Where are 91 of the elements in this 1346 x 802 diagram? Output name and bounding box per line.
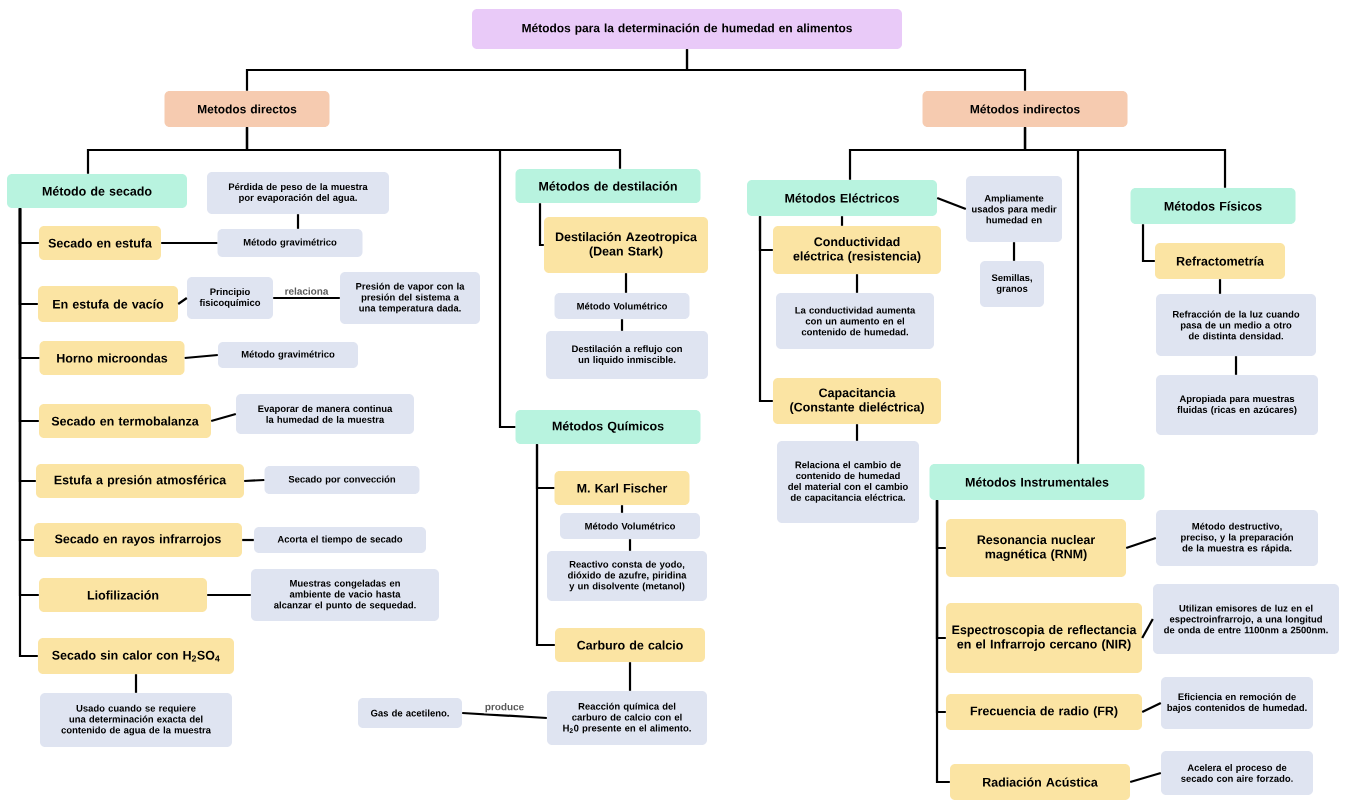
connector-line (620, 505, 624, 513)
group-box: Método de secado (7, 174, 187, 208)
method-box: Secado en estufa (39, 226, 161, 260)
method-box: Refractometría (1155, 243, 1285, 279)
description-box: Utilizan emisores de luz en el espectroinfrarrojo, a una longitud de onda de entre 1100nm a 2500nm. (1153, 584, 1339, 654)
description-box: Método gravimétrico (217, 229, 363, 257)
group-box: Métodos Químicos (515, 410, 701, 444)
method-box: Secado en termobalanza (39, 404, 211, 438)
connector-line (535, 444, 555, 647)
method-box: Capacitancia (Constante dieléctrica) (773, 378, 941, 424)
connector-line (177, 297, 188, 305)
connector-line (244, 478, 265, 483)
method-box: M. Karl Fischer (554, 471, 690, 505)
method-box: Conductividad eléctrica (resistencia) (773, 226, 941, 274)
description-box: Refracción de la luz cuando pasa de un medio a otro de distinta densidad. (1156, 294, 1316, 356)
description-box: Muestras congeladas en ambiente de vacio hasta alcanzar el punto de sequedad. (251, 569, 439, 621)
description-box: Eficiencia en remoción de bajos contenidos de humedad. (1161, 677, 1313, 729)
connector-line (628, 539, 632, 551)
connector-line (1141, 618, 1154, 639)
connector-line (184, 353, 218, 360)
connector-line (855, 274, 859, 293)
connector-line (1129, 771, 1162, 784)
connector-line (538, 203, 544, 247)
description-box: La conductividad aumenta con un aumento en el contenido de humedad. (776, 293, 934, 349)
connector-line (273, 296, 340, 300)
edge-label: produce (483, 702, 526, 714)
description-box: Semillas, granos (980, 261, 1044, 307)
description-box: Apropiada para muestras fluidas (ricas en azúcares) (1156, 375, 1318, 435)
connector-line (1125, 536, 1157, 550)
method-box: Frecuencia de radio (FR) (946, 694, 1142, 730)
topic-box: Métodos para la determinación de humedad en alimentos (472, 9, 902, 49)
edge-label: relaciona (283, 286, 330, 296)
connector-line (935, 500, 950, 784)
connector-line (685, 49, 1027, 91)
connector-line (855, 424, 859, 441)
method-box: En estufa de vacío (38, 286, 178, 322)
description-box: Usado cuando se requiere una determinación exacta del contenido de agua de la muestra (40, 693, 232, 747)
connector-line (1234, 356, 1238, 375)
method-box: Resonancia nuclear magnética (RNM) (946, 519, 1126, 577)
connector-line (296, 214, 300, 229)
description-box: Relaciona el cambio de contenido de humedad del material con el cambio de capacitancia eléctrica. (777, 441, 919, 523)
method-box: Liofilización (39, 578, 207, 612)
connector-line (1218, 279, 1222, 294)
description-box: Reactivo consta de yodo, dióxido de azufre, piridina y un disolvente (metanol) (547, 551, 707, 601)
description-box: Reacción química del carburo de calcio con el H$_{2}$0 presente en el alimento. (547, 691, 707, 745)
connector-line (620, 319, 624, 331)
description-box: Acelera el proceso de secado con aire forzado. (1161, 751, 1313, 795)
description-box: Método gravimétrico (218, 342, 358, 368)
connector-line (161, 241, 218, 245)
connector-line (245, 127, 516, 429)
method-box: Secado en rayos infrarrojos (34, 523, 242, 557)
group-box: Métodos de destilación (515, 169, 701, 203)
description-box: Acorta el tiempo de secado (254, 527, 426, 553)
connector-line (1023, 127, 1227, 188)
connector-line (1141, 702, 1162, 713)
category-box: Métodos indirectos (922, 91, 1128, 127)
group-box: Métodos Instrumentales (929, 464, 1145, 500)
connector-line (628, 662, 632, 691)
method-box: Secado sin calor con H$_{2}$SO$_{4}$ (38, 638, 234, 674)
method-box: Espectroscopia de reflectancia en el Infrarrojo cercano (NIR) (946, 603, 1142, 673)
description-box: Método destructivo, preciso, y la preparación de la muestra es rápida. (1156, 510, 1318, 566)
connector-line (210, 412, 237, 423)
connector-line (1012, 242, 1016, 261)
connector-line (18, 208, 38, 658)
method-box: Horno microondas (39, 341, 185, 375)
description-box: Principio fisicoquímico (187, 277, 273, 319)
connector-line (840, 216, 844, 226)
connector-line (936, 196, 967, 211)
description-box: Ampliamente usados para medir humedad en (966, 176, 1062, 242)
description-box: Pérdida de peso de la muestra por evaporación del agua. (207, 172, 389, 214)
description-box: Método Volumétrico (554, 293, 690, 319)
method-box: Carburo de calcio (555, 628, 705, 662)
connector-line (242, 538, 254, 542)
connector-line (624, 273, 628, 293)
connector-line (462, 711, 547, 720)
method-box: Estufa a presión atmosférica (36, 464, 244, 498)
group-box: Métodos Físicos (1130, 188, 1296, 224)
connector-line (758, 216, 773, 403)
description-box: Destilación a reflujo con un liquido inmiscible. (546, 331, 708, 379)
connector-line (134, 674, 138, 693)
description-box: Presión de vapor con la presión del sistema a una temperatura dada. (340, 272, 480, 324)
category-box: Metodos directos (164, 91, 330, 127)
description-box: Gas de acetileno. (358, 698, 462, 728)
group-box: Métodos Eléctricos (747, 180, 937, 216)
description-box: Método Volumétrico (560, 513, 700, 539)
description-box: Secado por convección (264, 466, 420, 494)
connector-line (207, 593, 251, 597)
method-box: Radiación Acústica (950, 764, 1130, 800)
connector-line (1141, 224, 1155, 263)
description-box: Evaporar de manera continua la humedad de la muestra (236, 394, 414, 434)
method-box: Destilación Azeotropica (Dean Stark) (544, 217, 708, 273)
